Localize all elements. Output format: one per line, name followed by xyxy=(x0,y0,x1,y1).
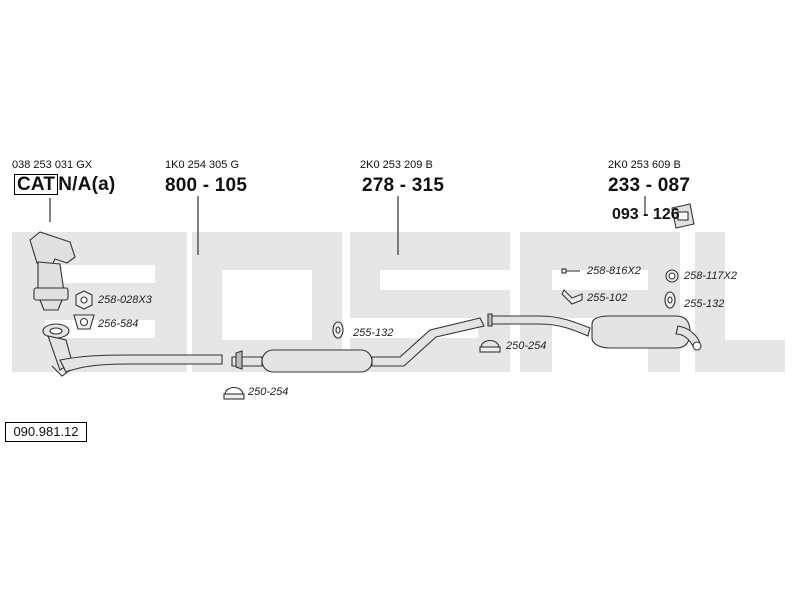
ring-icon xyxy=(665,269,679,283)
front-pipe-part xyxy=(42,323,223,377)
bolt-icon xyxy=(561,268,580,274)
rubber-hanger-icon xyxy=(332,321,344,339)
accessory-label-clamp-rear: 250-254 xyxy=(506,340,547,352)
oem-number-800-105: 1K0 254 305 G xyxy=(165,159,240,171)
oem-number-cat: 038 253 031 GX xyxy=(12,159,93,171)
rear-muffler-part xyxy=(591,315,702,351)
accessory-label-clamp-front: 250-254 xyxy=(248,386,289,398)
diagram-number-box: 090.981.12 xyxy=(5,422,87,442)
part-number-800-105: 800 - 105 xyxy=(165,175,248,196)
clamp-icon xyxy=(223,386,245,400)
accessory-label-hanger-mid: 255-132 xyxy=(353,327,394,339)
accessory-label-gasket: 256-584 xyxy=(98,318,139,330)
catalytic-converter-part xyxy=(29,231,76,311)
accessory-label-nut: 258-028X3 xyxy=(98,294,152,306)
clamp-icon xyxy=(479,339,501,353)
part-number-093-126: 093 - 126 xyxy=(612,206,680,223)
bracket-icon xyxy=(561,289,583,305)
oem-number-278-315: 2K0 253 209 B xyxy=(360,159,433,171)
intermediate-pipe-part xyxy=(487,313,591,337)
part-number-278-315: 278 - 315 xyxy=(362,175,445,196)
gasket-icon xyxy=(73,314,95,330)
accessory-label-ring: 258-117X2 xyxy=(684,270,738,282)
accessory-label-bolt: 258-816X2 xyxy=(587,265,641,277)
part-number-233-087: 233 - 087 xyxy=(608,175,691,196)
middle-muffler-part xyxy=(231,317,485,373)
rubber-hanger-icon xyxy=(664,291,676,309)
cat-badge: CAT xyxy=(14,174,59,195)
cat-part-number: N/A(a) xyxy=(58,174,116,195)
accessory-label-hanger-rear: 255-132 xyxy=(684,298,725,310)
accessory-label-bracket: 255-102 xyxy=(587,292,628,304)
oem-number-233-087: 2K0 253 609 B xyxy=(608,159,681,171)
nut-icon xyxy=(75,290,93,310)
mounting-bracket-part xyxy=(671,203,695,229)
